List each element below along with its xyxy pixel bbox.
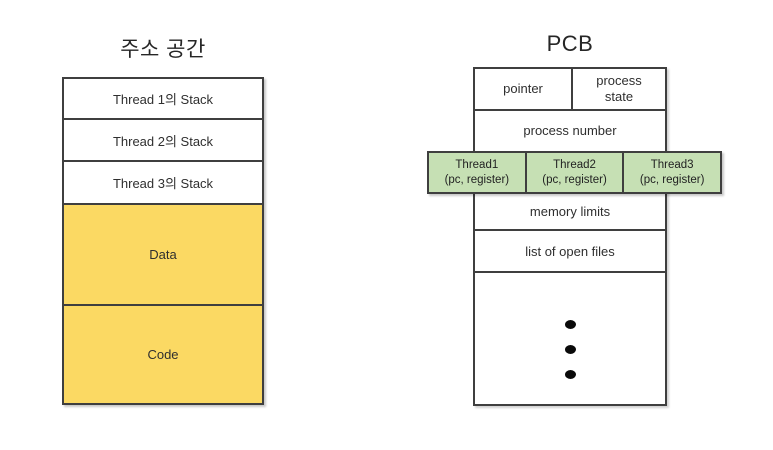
- address-space-title: 주소 공간: [120, 38, 206, 61]
- thread1-stack-row: Thread 1의 Stack: [64, 79, 262, 118]
- ellipsis-dot: [564, 344, 576, 354]
- memory-limits-row: memory limits: [475, 192, 665, 229]
- thread1-cell: Thread1 (pc, register): [429, 153, 525, 192]
- ellipsis-section: [475, 271, 665, 404]
- process-state-cell: process state: [571, 69, 665, 109]
- data-segment-row: Data: [64, 203, 262, 304]
- open-files-row: list of open files: [475, 229, 665, 271]
- ellipsis-dot: [564, 369, 576, 379]
- process-number-row: process number: [475, 109, 665, 149]
- thread1-name: Thread1: [455, 158, 499, 171]
- thread3-name: Thread3: [650, 158, 694, 171]
- thread2-cell: Thread2 (pc, register): [524, 153, 623, 192]
- address-space-box: Thread 1의 Stack Thread 2의 Stack Thread 3…: [62, 77, 264, 405]
- pcb-box: pointer process state process number mem…: [473, 67, 667, 406]
- thread3-stack-row: Thread 3의 Stack: [64, 160, 262, 203]
- thread-band: Thread1 (pc, register) Thread2 (pc, regi…: [427, 151, 722, 194]
- pcb-title: PCB: [546, 31, 594, 56]
- code-segment-row: Code: [64, 304, 262, 403]
- pointer-cell: pointer: [503, 80, 543, 96]
- thread2-registers: (pc, register): [542, 173, 607, 186]
- ellipsis-dot: [564, 319, 576, 329]
- thread3-cell: Thread3 (pc, register): [622, 153, 721, 192]
- thread1-registers: (pc, register): [444, 173, 510, 186]
- pcb-top-row: pointer process state: [475, 69, 665, 109]
- thread3-registers: (pc, register): [639, 173, 705, 186]
- thread2-stack-row: Thread 2의 Stack: [64, 118, 262, 160]
- process-state-label: process state: [596, 72, 642, 104]
- thread2-name: Thread2: [553, 158, 596, 171]
